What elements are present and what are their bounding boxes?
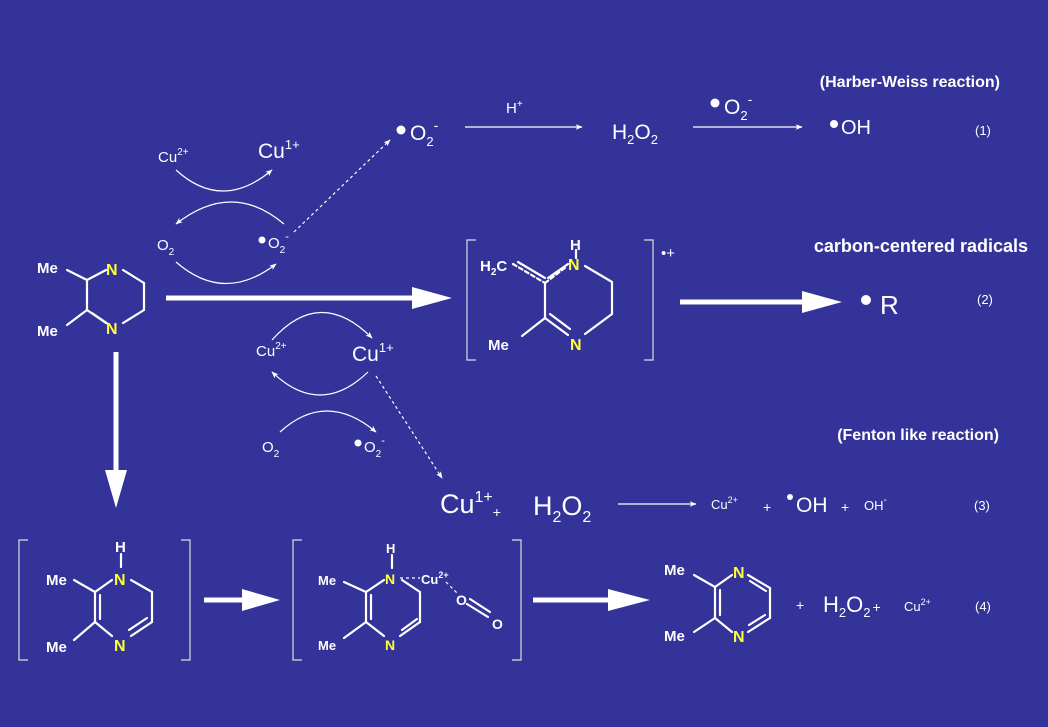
radical-dot [861, 295, 871, 305]
cu1-fenton: Cu1++ [440, 489, 501, 520]
nitrogen-atom: N [106, 262, 118, 279]
nitrogen-atom: N [570, 337, 582, 354]
nitrogen-atom: N [568, 257, 580, 274]
hydroxyl-radical-3: OH [796, 494, 828, 517]
nitrogen-atom: N [114, 638, 126, 655]
bracket-left [466, 239, 476, 361]
nitrogen-atom: N [733, 629, 745, 646]
plus-sign: + [841, 499, 849, 515]
reaction-3: Cu1++ H2O2 Cu2+ + OH + OH- (3) [440, 489, 990, 526]
radical-dot [830, 120, 838, 128]
cu2-product-4: Cu2+ [904, 597, 931, 614]
hydrogen-label: H [386, 541, 395, 556]
harber-weiss-label: (Harber-Weiss reaction) [820, 74, 1000, 91]
hydroxyl-radical-1: OH [841, 117, 871, 139]
eq-3-number: (3) [974, 498, 990, 513]
copper-center: Cu2+ [421, 570, 449, 587]
arc-cu2-to-cu1 [175, 169, 273, 192]
nitrogen-atom: N [733, 565, 745, 582]
arc-cu1-to-cu2 [175, 201, 285, 225]
nitrogen-atom: N [385, 571, 395, 587]
radical-cation-sign: •+ [661, 245, 675, 262]
h2o2-1: H2O2 [612, 121, 658, 147]
lower-copper-cycle: Cu2+ Cu1+ O2 O2- [256, 311, 443, 479]
carbon-radicals-label: carbon-centered radicals [814, 236, 1028, 256]
nitrogen-atom: N [106, 321, 118, 338]
methyl-label: Me [664, 562, 685, 579]
fenton-like-label: (Fenton like reaction) [837, 427, 999, 444]
radical-dot [396, 125, 406, 135]
bracket-left [18, 539, 28, 661]
radical-dot [710, 98, 720, 108]
reaction-1: O2- H+ H2O2 O2- OH (1) [396, 91, 991, 149]
dashed-arrow-to-fenton [375, 375, 443, 479]
plus-sign: + [796, 597, 804, 613]
bracket-right [181, 539, 191, 661]
radical-dot [787, 494, 793, 500]
arc-cu1-to-cu2-lower [271, 371, 369, 396]
h2o2-fenton: H2O2 [533, 491, 591, 526]
oxygen-atom: O [456, 592, 467, 608]
radical-cation-complex: H N N H2C Me •+ [466, 237, 675, 361]
starting-dihydropyrazine: N N Me Me [37, 260, 146, 340]
bracket-right [512, 539, 522, 661]
radical-dot [354, 439, 362, 447]
oxygen-atom: O [492, 616, 503, 632]
methyl-label: Me [46, 639, 67, 656]
superoxide-upper: O2- [268, 231, 289, 256]
methyl-label: Me [37, 323, 58, 340]
eq-2-number: (2) [977, 292, 993, 307]
hydroxide: OH- [864, 495, 887, 513]
dimethylpyrazine-product: N N Me Me [664, 562, 772, 646]
superoxide-reagent: O2- [724, 91, 753, 123]
dashed-arrow-to-superoxide [293, 139, 391, 233]
arc-cu2-to-cu1-lower [271, 311, 373, 341]
arc-o2-to-superoxide [175, 261, 277, 285]
hydrogen-label: H [115, 539, 126, 556]
h2o2-product: H2O2+ [823, 592, 881, 620]
methylene-label: H2C [480, 258, 507, 278]
proton-label: H+ [506, 99, 523, 117]
bracket-right [644, 239, 654, 361]
cu2-product: Cu2+ [711, 495, 738, 512]
cu2-upper: Cu2+ [158, 147, 189, 166]
nitrogen-atom: N [114, 572, 126, 589]
nitrogen-atom: N [385, 637, 395, 653]
methyl-label: Me [664, 628, 685, 645]
cu1-upper: Cu1+ [258, 137, 300, 163]
methyl-label: Me [46, 572, 67, 589]
o2-lower: O2 [262, 439, 280, 460]
methyl-label: Me [318, 638, 336, 653]
methyl-label: Me [37, 260, 58, 277]
o2-upper: O2 [157, 237, 175, 258]
plus-sign: + [763, 499, 771, 515]
upper-copper-cycle: Cu2+ Cu1+ O2 O2- [157, 137, 391, 285]
cu2-lower: Cu2+ [256, 341, 287, 360]
arc-o2-to-superoxide-lower [279, 410, 377, 433]
copper-superoxo-complex: H N N Me Me Cu2+ O O [292, 539, 522, 661]
carbon-radical-r: R [880, 290, 899, 320]
eq-1-number: (1) [975, 123, 991, 138]
methyl-label: Me [318, 573, 336, 588]
eq-4-number: (4) [975, 599, 991, 614]
superoxide-lower: O2- [364, 435, 385, 460]
cu1-lower: Cu1+ [352, 340, 394, 366]
superoxide-1: O2- [410, 117, 439, 149]
radical-dot [258, 236, 266, 244]
methyl-label: Me [488, 337, 509, 354]
hydrogen-label: H [570, 237, 581, 254]
bracket-left [292, 539, 302, 661]
isomer-dihydropyrazine: H N N Me Me [18, 539, 191, 661]
